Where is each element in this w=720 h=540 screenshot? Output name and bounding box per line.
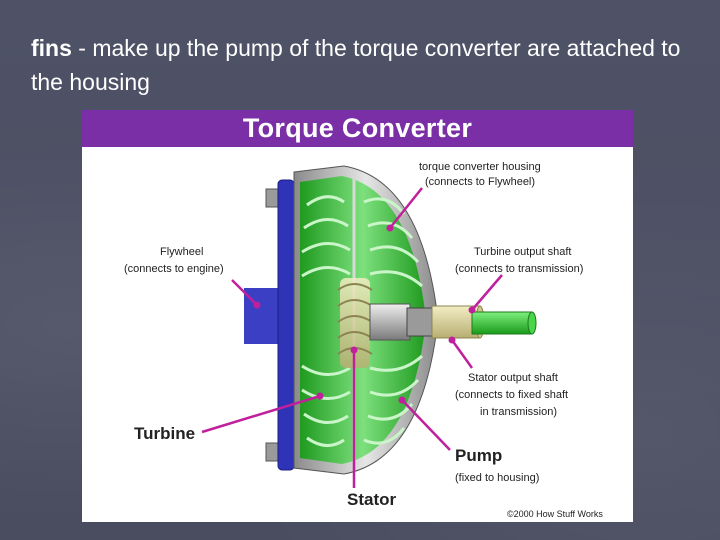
torque-converter-drawing [201,165,537,488]
turbine-shaft-sublabel: (connects to transmission) [455,263,584,275]
pump-fins [301,195,351,447]
figure-title: Torque Converter [242,113,473,143]
leader-dots [253,224,476,404]
flywheel-label: Flywheel [160,246,204,258]
turbine-shaft-label: Turbine output shaft [474,246,572,258]
torque-converter-figure: Torque Converter [82,110,633,522]
turbine-label: Turbine [134,424,196,443]
stator-label: Stator [347,490,397,509]
stator-shaft-sublabel-2: in transmission) [480,406,558,418]
pump-sublabel: (fixed to housing) [455,472,540,484]
figure-header [82,110,633,147]
leader-lines [201,187,503,488]
flywheel-sublabel: (connects to engine) [124,263,224,275]
housing-sublabel: (connects to Flywheel) [425,176,536,188]
pump-label: Pump [455,446,503,465]
central-hub [369,303,411,341]
slide-caption: fins - make up the pump of the torque co… [31,31,701,99]
caption-text: - make up the pump of the torque convert… [31,35,681,95]
stator-shaft-sublabel: (connects to fixed shaft [455,389,569,401]
copyright-text: ©2000 How Stuff Works [507,509,603,519]
turbine-output-shaft [471,311,533,335]
housing-label: torque converter housing [419,161,541,173]
stator-body [337,278,373,368]
caption-term: fins [31,35,72,61]
flywheel-plate [277,179,295,471]
stator-shaft-label: Stator output shaft [468,372,558,384]
